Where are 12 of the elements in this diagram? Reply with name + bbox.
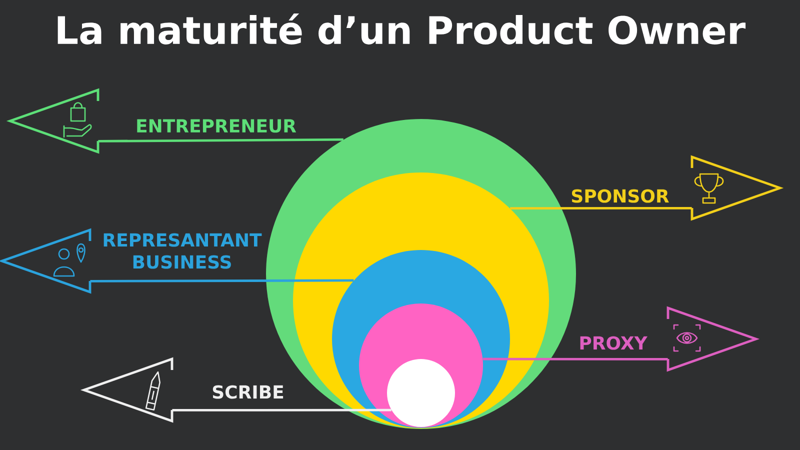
edge-label: PROXY <box>580 336 648 350</box>
line <box>172 408 392 412</box>
edge-label: ENTREPRENEUR <box>137 119 296 133</box>
line <box>90 279 354 282</box>
edge-label: REPRESANTANT BUSINESS <box>104 233 262 269</box>
circle <box>387 359 455 427</box>
title: La maturité d’un Product Owner <box>58 14 746 44</box>
line <box>482 358 668 360</box>
line <box>98 138 344 142</box>
edge-label: SCRIBE <box>212 385 284 399</box>
edge-label: SPONSOR <box>572 189 669 203</box>
line <box>510 207 692 210</box>
